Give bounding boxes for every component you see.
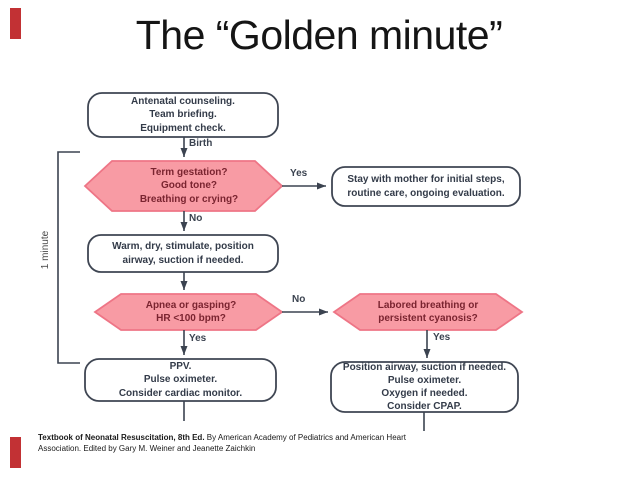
labored-breathing-node-text: Labored breathing or persistent cyanosis… — [377, 299, 479, 324]
ppv-box-shape — [84, 358, 277, 402]
yes-label-term: Yes — [290, 168, 308, 179]
labored-breathing-hexagon — [332, 293, 524, 331]
warm-dry-box-shape — [87, 234, 279, 273]
citation-bold: Textbook of Neonatal Resuscitation, 8th … — [38, 433, 205, 442]
no-label-apnea: No — [292, 294, 306, 305]
slide-title: The “Golden minute” — [135, 12, 503, 58]
stay-with-mother-box-shape — [331, 166, 521, 207]
apnea-gasping-node-text: Apnea or gasping? HR <100 bpm? — [145, 299, 237, 324]
ppv-node-text: PPV. Pulse oximeter. Consider cardiac mo… — [118, 361, 243, 399]
term-gestation-node-text: Term gestation? Good tone? Breathing or … — [139, 167, 239, 205]
slide-accent-bar-bottom — [10, 437, 21, 468]
one-minute-label: 1 minute — [40, 230, 51, 270]
birth-label: Birth — [189, 138, 213, 149]
yes-label-labored: Yes — [433, 332, 451, 343]
position-airway-node-text: Position airway, suction if needed. Puls… — [342, 361, 507, 413]
warm-dry-node-text: Warm, dry, stimulate, position airway, s… — [112, 241, 254, 266]
citation-rest: By American Academy of Pediatrics and Am… — [38, 433, 406, 454]
one-minute-bracket — [57, 151, 80, 364]
citation: Textbook of Neonatal Resuscitation, 8th … — [38, 432, 414, 454]
antenatal-node-text: Antenatal counseling. Team briefing. Equ… — [131, 96, 235, 134]
slide-accent-bar-top — [10, 8, 21, 39]
no-label-term: No — [189, 213, 203, 224]
antenatal-box-shape — [87, 92, 279, 138]
yes-label-apnea: Yes — [189, 333, 207, 344]
stay-with-mother-node-text: Stay with mother for initial steps, rout… — [347, 174, 505, 199]
